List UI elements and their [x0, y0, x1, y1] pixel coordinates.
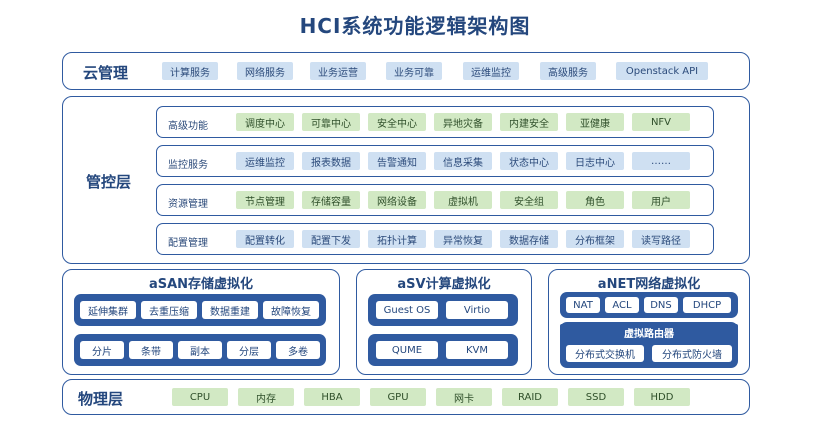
control-item: 可靠中心 — [302, 113, 360, 131]
cloud-item: 业务运营 — [310, 62, 366, 80]
control-item: 拓扑计算 — [368, 230, 426, 248]
control-item: 分布框架 — [566, 230, 624, 248]
control-row-label: 配置管理 — [168, 238, 208, 249]
control-row-label: 高级功能 — [168, 121, 208, 132]
physical-item: 网卡 — [436, 388, 492, 406]
physical-item: HBA — [304, 388, 360, 406]
physical-item: CPU — [172, 388, 228, 406]
control-item: 异常恢复 — [434, 230, 492, 248]
control-item: 调度中心 — [236, 113, 294, 131]
asv-title: aSV计算虚拟化 — [397, 277, 491, 292]
asan-item: 条带 — [129, 341, 173, 359]
control-item: 数据存储 — [500, 230, 558, 248]
control-item: 状态中心 — [500, 152, 558, 170]
anet-item: DNS — [644, 297, 678, 313]
asan-item: 故障恢复 — [263, 301, 319, 319]
control-row-label: 资源管理 — [168, 199, 208, 210]
asan-item: 去重压缩 — [141, 301, 197, 319]
anet-router: 虚拟路由器 — [560, 324, 738, 340]
asan-item: 延伸集群 — [80, 301, 136, 319]
control-item: 告警通知 — [368, 152, 426, 170]
control-item: 安全组 — [500, 191, 558, 209]
physical-layer-label: 物理层 — [78, 390, 124, 408]
control-item: …… — [632, 152, 690, 170]
anet-item: 分布式交换机 — [566, 345, 644, 362]
anet-item: DHCP — [683, 297, 731, 313]
anet-item: ACL — [605, 297, 639, 313]
control-item: 读写路径 — [632, 230, 690, 248]
control-item: 配置转化 — [236, 230, 294, 248]
control-item: 配置下发 — [302, 230, 360, 248]
control-layer-label: 管控层 — [86, 173, 132, 191]
anet-title: aNET网络虚拟化 — [597, 277, 701, 292]
control-item: 节点管理 — [236, 191, 294, 209]
anet-item: NAT — [566, 297, 600, 313]
asv-item: KVM — [446, 341, 508, 359]
cloud-item: 高级服务 — [540, 62, 596, 80]
control-item: 用户 — [632, 191, 690, 209]
control-item: NFV — [632, 113, 690, 131]
control-item: 存储容量 — [302, 191, 360, 209]
asan-title: aSAN存储虚拟化 — [148, 277, 254, 292]
control-item: 虚拟机 — [434, 191, 492, 209]
cloud-item: 网络服务 — [237, 62, 293, 80]
physical-item: GPU — [370, 388, 426, 406]
control-item: 网络设备 — [368, 191, 426, 209]
cloud-item: 业务可靠 — [386, 62, 442, 80]
physical-item: 内存 — [238, 388, 294, 406]
physical-item: RAID — [502, 388, 558, 406]
control-item: 运维监控 — [236, 152, 294, 170]
diagram-title: HCI系统功能逻辑架构图 — [299, 14, 531, 38]
control-item: 亚健康 — [566, 113, 624, 131]
asv-item: Guest OS — [376, 301, 438, 319]
control-item: 报表数据 — [302, 152, 360, 170]
control-item: 异地灾备 — [434, 113, 492, 131]
control-item: 日志中心 — [566, 152, 624, 170]
control-item: 角色 — [566, 191, 624, 209]
physical-item: SSD — [568, 388, 624, 406]
asv-item: QUME — [376, 341, 438, 359]
physical-item: HDD — [634, 388, 690, 406]
control-item: 信息采集 — [434, 152, 492, 170]
control-row-label: 监控服务 — [168, 160, 208, 171]
cloud-item: 运维监控 — [463, 62, 519, 80]
control-item: 内建安全 — [500, 113, 558, 131]
control-item: 安全中心 — [368, 113, 426, 131]
cloud-layer-label: 云管理 — [83, 64, 129, 82]
asv-item: Virtio — [446, 301, 508, 319]
asan-item: 多卷 — [276, 341, 320, 359]
asan-item: 分层 — [227, 341, 271, 359]
asan-item: 分片 — [80, 341, 124, 359]
anet-item: 分布式防火墙 — [652, 345, 732, 362]
asan-item: 数据重建 — [202, 301, 258, 319]
cloud-item: Openstack API — [616, 62, 708, 80]
cloud-item: 计算服务 — [162, 62, 218, 80]
asan-item: 副本 — [178, 341, 222, 359]
